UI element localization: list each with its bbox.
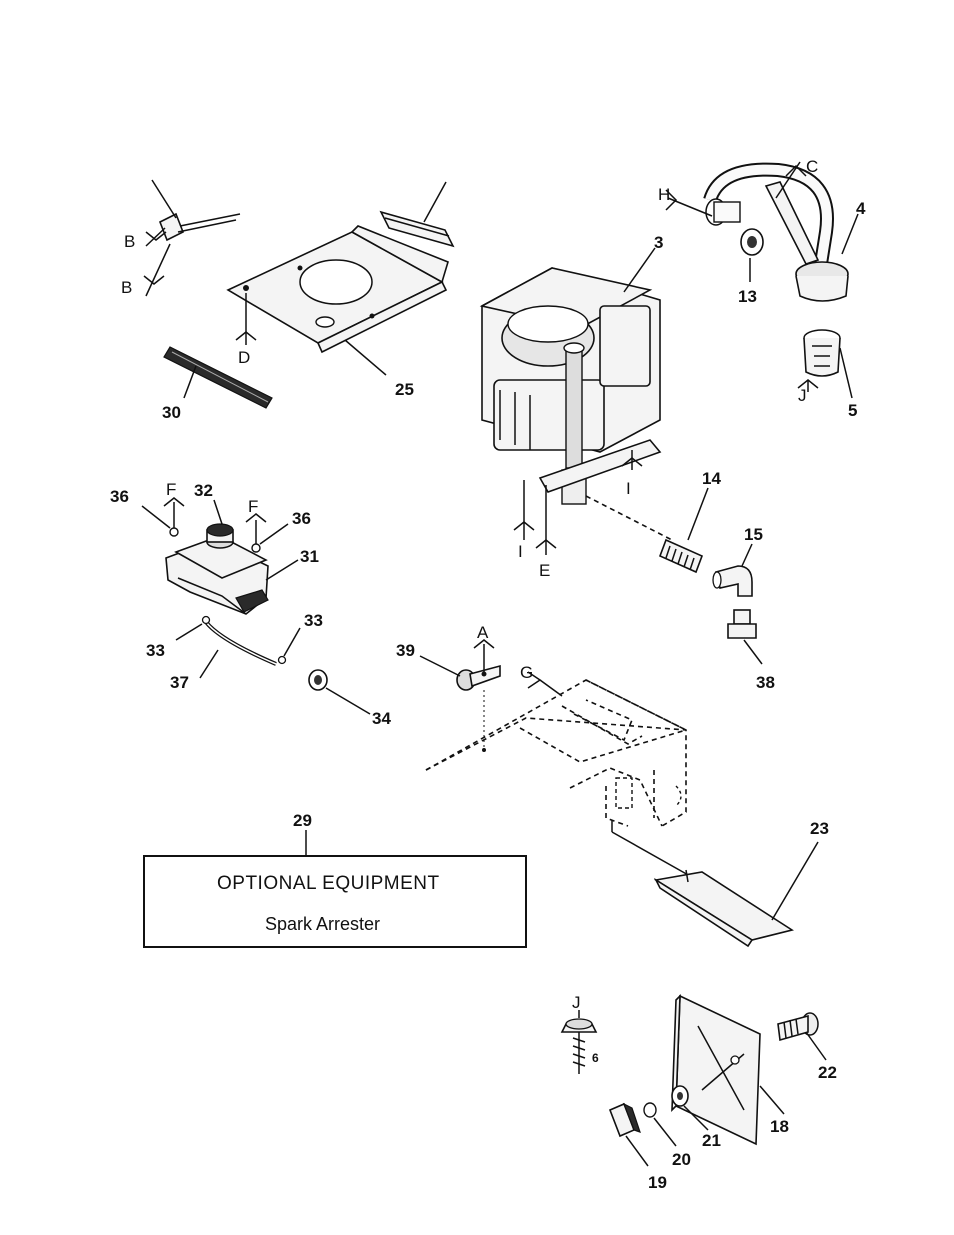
cable-clamp-39 [457,666,500,690]
arrester-plate-18 [672,996,760,1144]
callout-36-left: 36 [110,487,129,506]
clip-nut-19 [610,1104,640,1136]
callout-5: 5 [848,401,857,420]
spark-arrester-screen [804,330,840,376]
callout-13: 13 [738,287,757,306]
callout-29: 29 [293,811,312,830]
callout-39: 39 [396,641,415,660]
callout-37: 37 [170,673,189,692]
callout-31: 31 [300,547,319,566]
tractor-frame-outline [426,680,686,826]
pipe-nipple-14 [660,540,702,572]
ref-letter-F-2: F [248,497,258,516]
pipe-elbow-15 [713,566,752,596]
screw-6 [562,1019,596,1074]
callout-34: 34 [372,709,391,728]
ref-letter-A: A [477,623,489,642]
cable-clip [152,180,240,240]
callout-30: 30 [162,403,181,422]
callout-38: 38 [756,673,775,692]
callout-32: 32 [194,481,213,500]
callout-23: 23 [810,819,829,838]
bolt-22 [778,1013,818,1040]
nut-20 [644,1103,656,1117]
drain-plug-38 [728,610,756,638]
spark-arrester-label: Spark Arrester [265,914,380,934]
engine-mounting-plate [228,226,448,352]
ref-letter-J-2: J [572,993,581,1012]
callout-33-right: 33 [304,611,323,630]
callout-22: 22 [818,1063,837,1082]
engine [482,268,660,504]
exhaust-gasket-13 [741,229,763,255]
callout-14: 14 [702,469,721,488]
bushing-34 [309,670,327,690]
callout-4: 4 [856,199,866,218]
ref-letter-G: G [520,663,533,682]
ref-letter-I-2: I [626,479,631,498]
plate-strip-30 [164,347,272,408]
optional-equipment-title: OPTIONAL EQUIPMENT [217,873,440,894]
callout-3: 3 [654,233,663,252]
callout-20: 20 [672,1150,691,1169]
ref-letter-J-1: J [798,386,807,405]
ref-letter-E: E [539,561,550,580]
washer-21 [672,1086,688,1106]
ref-letter-I-1: I [518,542,523,561]
callout-25: 25 [395,380,414,399]
callout-6: 6 [592,1051,599,1065]
exhaust-deflector-23 [612,820,792,946]
fuel-line-37 [206,622,276,664]
ref-letter-H: H [658,185,670,204]
callout-18: 18 [770,1117,789,1136]
ref-letter-B-1: B [124,232,135,251]
ref-letter-B-2: B [121,278,132,297]
ref-letter-F-1: F [166,480,176,499]
ref-letter-D: D [238,348,250,367]
callout-21: 21 [702,1131,721,1150]
callout-15: 15 [744,525,763,544]
ref-letter-C: C [806,157,818,176]
optional-equipment-panel: OPTIONAL EQUIPMENT Spark Arrester [144,856,526,947]
callout-33-left: 33 [146,641,165,660]
fuel-cap-32 [207,524,233,548]
callout-36-right: 36 [292,509,311,528]
callout-19: 19 [648,1173,667,1192]
exhaust-pipe [706,170,848,301]
